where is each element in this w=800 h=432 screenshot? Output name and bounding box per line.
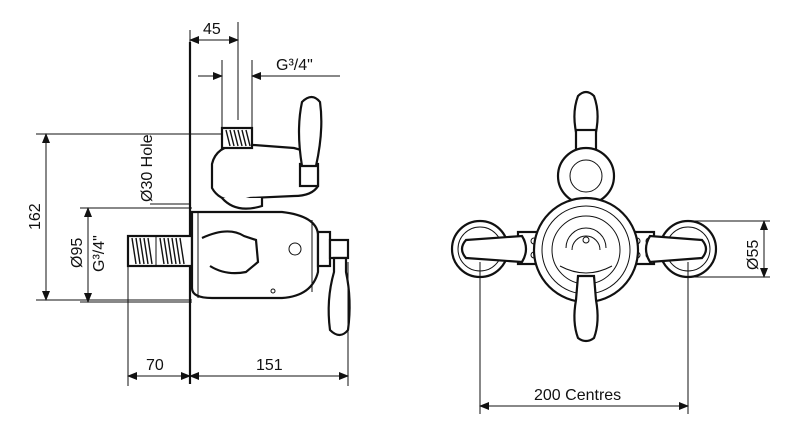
front-central-body: [532, 196, 640, 304]
side-right-connector: [316, 230, 332, 268]
dim-55-label: Ø55: [745, 240, 762, 270]
dim-45-label: 45: [203, 21, 221, 38]
dim-70-label: 70: [146, 357, 164, 374]
front-view: Ø55 200 Centres: [450, 90, 770, 414]
front-top-diverter: [556, 90, 616, 206]
side-valve-body: [190, 210, 320, 300]
front-bottom-lever: [573, 274, 599, 343]
top-thread-label: G³/4": [276, 57, 313, 74]
side-upper-lever: [297, 95, 323, 168]
side-body-screw: [288, 242, 302, 256]
dim-151-label: 151: [256, 357, 283, 374]
dim-162-label: 162: [27, 203, 44, 230]
front-right-handle: [644, 219, 718, 279]
side-top-outlet: [220, 126, 254, 150]
side-inlet-pipe: [126, 234, 194, 268]
side-thread-label: G³/4": [91, 235, 108, 272]
side-view: 45 G³/4" 162 Ø30 Hole Ø95 G³/4" 70 151: [27, 21, 351, 386]
centres-label: 200 Centres: [534, 387, 621, 404]
hole-label: Ø30 Hole: [139, 134, 156, 202]
dim-95-label: Ø95: [69, 238, 86, 268]
side-elbow: [201, 230, 260, 275]
side-lower-lever: [327, 256, 351, 337]
front-left-handle: [450, 219, 528, 279]
